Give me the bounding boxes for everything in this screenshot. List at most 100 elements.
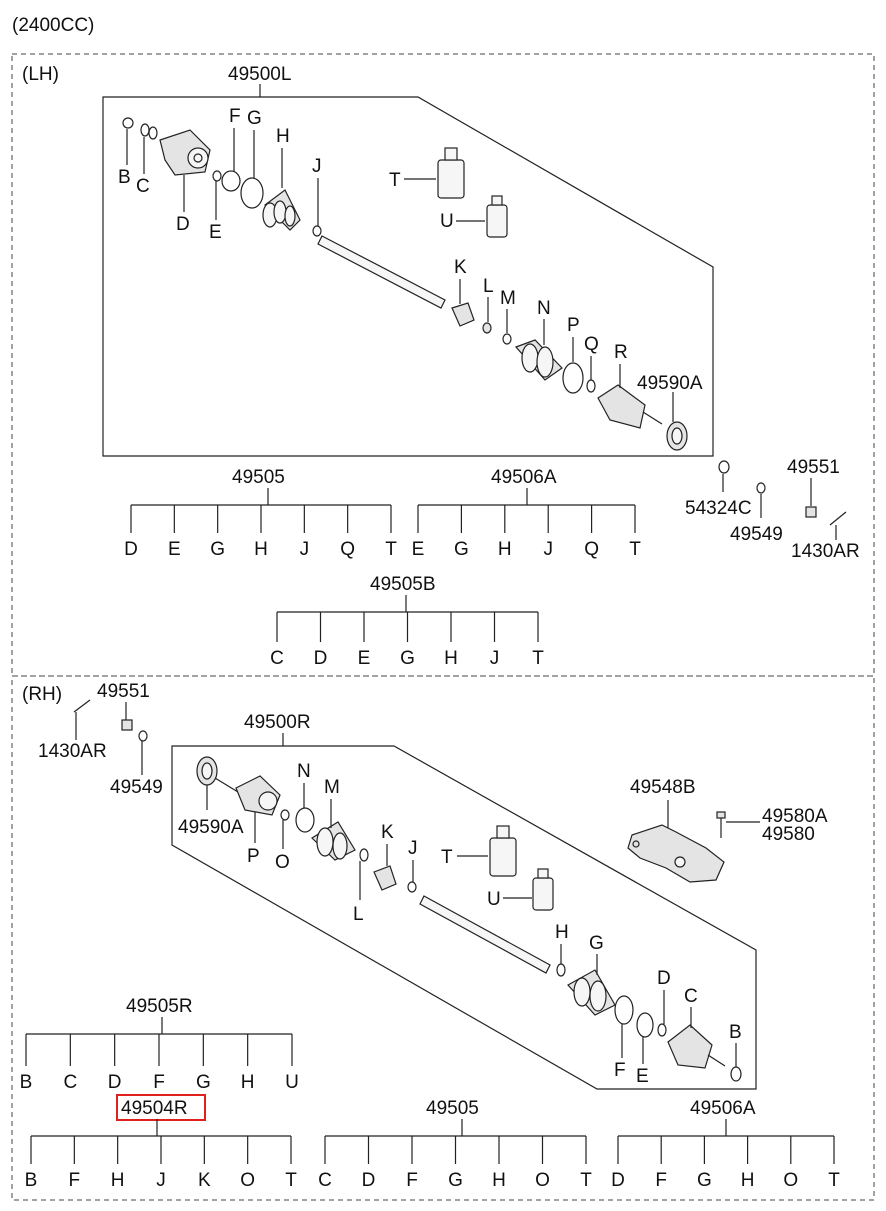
- lh-gear-ring-number: 49590A: [637, 373, 703, 394]
- rh-shaft: [419, 895, 551, 974]
- rh-kit-49506a-member-o: O: [783, 1170, 798, 1191]
- rh-bottle-u: [532, 868, 554, 911]
- lh-kit-49505b-member-j: J: [490, 648, 500, 669]
- lh-label-p: P: [567, 315, 580, 336]
- rh-bracket: [627, 824, 725, 883]
- rh-label-j: J: [408, 838, 418, 859]
- rh-assembly-number: 49500R: [244, 712, 311, 733]
- kit-highlight-box: [116, 1094, 206, 1121]
- lh-extra-1430ar-part: [829, 511, 847, 526]
- lh-boot-n: [514, 339, 563, 381]
- lh-extra-49551: 49551: [787, 457, 840, 478]
- rh-kit-49505-number: 49505: [426, 1098, 479, 1119]
- rh-clamp-n: [295, 807, 315, 833]
- lh-label-f: F: [229, 106, 241, 127]
- lh-kit-49506a-member-g: G: [454, 539, 469, 560]
- rh-kit-49504r-member-k: K: [198, 1170, 211, 1191]
- rh-damper-k: [373, 865, 397, 891]
- lh-clamp-p: [562, 362, 584, 394]
- rh-assembly-outline: [171, 745, 757, 1090]
- lh-extra-49551-part: [805, 506, 817, 518]
- rh-ring-j: [407, 881, 417, 893]
- rh-section-frame: [11, 675, 875, 1201]
- lh-extra-1430ar: 1430AR: [791, 541, 860, 562]
- lh-clamp-f: [221, 170, 241, 192]
- rh-kit-49506a-member-h: H: [741, 1170, 755, 1191]
- lh-kit-49505-member-q: Q: [340, 539, 355, 560]
- lh-extra-54324c-part: [718, 460, 730, 474]
- lh-kit-49505b-member-h: H: [444, 648, 458, 669]
- rh-label-l: L: [353, 904, 364, 925]
- rh-kit-49505r-member-f: F: [153, 1072, 165, 1093]
- rh-label-n: N: [297, 761, 311, 782]
- lh-label-b: B: [118, 167, 131, 188]
- rh-boot-m: [311, 821, 356, 861]
- rh-label-f: F: [614, 1060, 626, 1081]
- lh-label-c: C: [136, 176, 150, 197]
- lh-kit-49505-number: 49505: [232, 467, 285, 488]
- rh-clamp-e: [636, 1012, 654, 1038]
- rh-extra-1430ar: 1430AR: [38, 741, 107, 762]
- rh-kit-49505-member-h: H: [492, 1170, 506, 1191]
- lh-gear-ring: [666, 421, 688, 451]
- rh-ring-h: [556, 963, 566, 977]
- lh-kit-49505b-member-e: E: [358, 648, 371, 669]
- rh-ring-d: [657, 1023, 667, 1037]
- rh-kit-49505-member-d: D: [362, 1170, 376, 1191]
- rh-label-t: T: [441, 847, 453, 868]
- lh-label-e: E: [209, 222, 222, 243]
- lh-label-g: G: [247, 108, 262, 129]
- rh-kit-49505-member-f: F: [406, 1170, 418, 1191]
- lh-label-u: U: [440, 211, 454, 232]
- lh-kit-49505b-number: 49505B: [370, 574, 436, 595]
- lh-kit-49505b-member-c: C: [270, 648, 284, 669]
- rh-kit-49504r-member-b: B: [25, 1170, 38, 1191]
- lh-joint-housing-d: [159, 129, 211, 176]
- lh-assembly-outline: [102, 96, 714, 457]
- rh-gear-ring-number: 49590A: [178, 817, 244, 838]
- rh-label-h: H: [555, 922, 569, 943]
- rh-bolt-number: 49580: [762, 824, 815, 845]
- lh-kit-49506a-number: 49506A: [491, 467, 557, 488]
- rh-kit-49504r-member-o: O: [240, 1170, 255, 1191]
- rh-bolt-number-a: 49580A: [762, 806, 828, 827]
- rh-label-o: O: [275, 852, 290, 873]
- rh-joint-housing: [214, 775, 281, 816]
- rh-kit-49505r-member-c: C: [63, 1072, 77, 1093]
- lh-section-frame: [11, 53, 875, 677]
- rh-extra-parts: [73, 699, 148, 775]
- rh-boot-g: [567, 969, 616, 1016]
- lh-label-r: R: [614, 342, 628, 363]
- rh-kit-49506a-member-d: D: [611, 1170, 625, 1191]
- rh-kit-49504r-member-j: J: [156, 1170, 166, 1191]
- rh-joint-housing-c: [667, 1024, 726, 1069]
- rh-ring-l: [359, 848, 369, 862]
- rh-kit-49505-member-t: T: [580, 1170, 592, 1191]
- lh-letter-labels: B C D E F G H J T U K L M N P Q R: [118, 106, 628, 363]
- rh-label-leaders: [206, 783, 737, 1067]
- lh-label-q: Q: [584, 334, 599, 355]
- rh-kit-49505r-member-h: H: [241, 1072, 255, 1093]
- lh-kit-49505-member-j: J: [300, 539, 310, 560]
- lh-kit-49506a-member-h: H: [498, 539, 512, 560]
- rh-label-b: B: [729, 1022, 742, 1043]
- lh-clamp-g: [240, 177, 264, 209]
- lh-section-label: (LH): [22, 64, 59, 85]
- rh-extra-49551: 49551: [97, 681, 150, 702]
- lh-kit-49505-member-h: H: [254, 539, 268, 560]
- lh-label-t: T: [389, 170, 401, 191]
- lh-bottle-u: [486, 195, 508, 238]
- lh-label-d: D: [176, 214, 190, 235]
- rh-kit-49505r-number: 49505R: [126, 996, 193, 1017]
- rh-label-c: C: [684, 986, 698, 1007]
- lh-label-m: M: [500, 288, 516, 309]
- lh-ring-e: [212, 170, 222, 182]
